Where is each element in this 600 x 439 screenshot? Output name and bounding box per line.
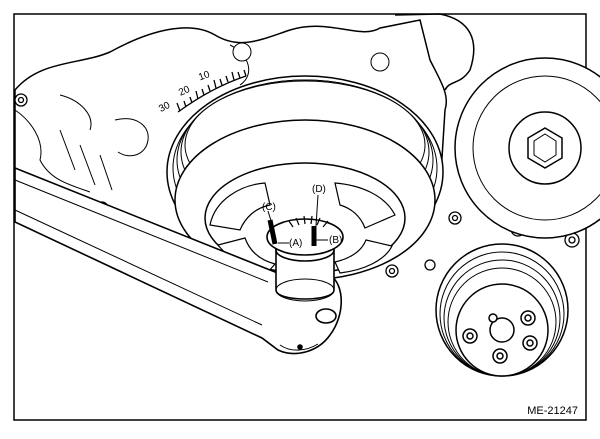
crankshaft-pulley xyxy=(166,75,444,281)
callout-d: (D) xyxy=(312,184,326,195)
callout-b: (B) xyxy=(329,235,342,246)
scale-label-10: 10 xyxy=(197,69,212,83)
scale-label-30: 30 xyxy=(157,100,172,115)
degree-scale xyxy=(176,69,247,113)
mark-c xyxy=(267,219,278,245)
scale-label-20: 20 xyxy=(177,84,192,99)
callout-a: (A) xyxy=(289,238,302,249)
leader-lines xyxy=(267,194,328,244)
idler-pulley xyxy=(454,57,600,239)
socket xyxy=(266,218,344,302)
water-pump-pulley xyxy=(435,243,569,377)
wrench-handle xyxy=(14,166,342,355)
timing-marks xyxy=(288,215,329,228)
figure-id: ME-21247 xyxy=(527,405,578,417)
callout-c: (C) xyxy=(262,202,276,213)
